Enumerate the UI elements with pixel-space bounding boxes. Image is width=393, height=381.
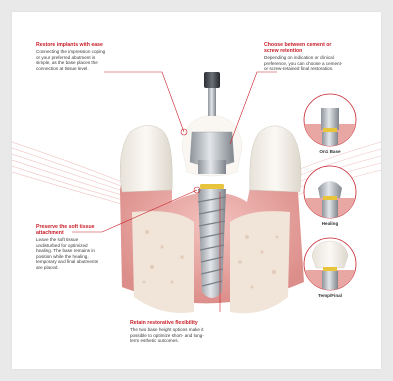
inset-healing bbox=[302, 166, 358, 220]
bone-section bbox=[132, 211, 194, 313]
gold-collar bbox=[200, 184, 224, 189]
annotation-restore-body: Connecting the impression coping or your… bbox=[36, 49, 105, 71]
annotation-choose-body: Depending on indication or clinical pref… bbox=[264, 55, 342, 71]
annotation-retain: Retain restorative flexibility The two b… bbox=[130, 320, 210, 344]
inset-on1-base bbox=[302, 94, 358, 148]
inset-temp-final bbox=[302, 238, 358, 292]
left-tooth bbox=[120, 125, 172, 192]
inset-caption-on1-base: On1 Base bbox=[300, 149, 360, 154]
annotation-preserve-title: Preserve the soft tissue attachment bbox=[36, 224, 100, 236]
annotation-restore-title: Restore implants with ease bbox=[36, 42, 108, 48]
annotation-preserve-body: Leave the soft tissue undisturbed for op… bbox=[36, 237, 98, 270]
decorative-lines-left bbox=[12, 142, 132, 207]
annotation-retain-body: The two base height options make it poss… bbox=[130, 327, 204, 343]
annotation-restore: Restore implants with ease Connecting th… bbox=[36, 42, 108, 71]
illustration-card: Restore implants with ease Connecting th… bbox=[12, 12, 381, 369]
inset-caption-temp-final: Temp/Final bbox=[300, 293, 360, 298]
inset-caption-healing: Healing bbox=[300, 221, 360, 226]
screw-head bbox=[204, 72, 220, 88]
right-tooth bbox=[250, 126, 301, 192]
annotation-choose-title: Choose between cement or screw retention bbox=[264, 42, 344, 54]
annotation-retain-title: Retain restorative flexibility bbox=[130, 320, 210, 326]
annotation-preserve: Preserve the soft tissue attachment Leav… bbox=[36, 224, 100, 271]
annotation-choose: Choose between cement or screw retention… bbox=[264, 42, 344, 72]
